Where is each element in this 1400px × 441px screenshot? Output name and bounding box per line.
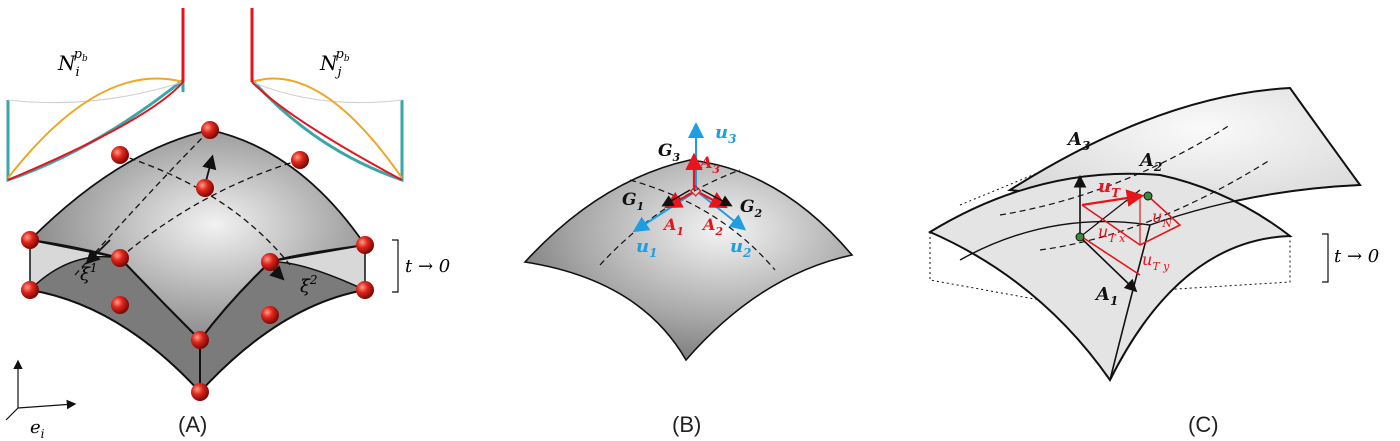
surface-b [523, 159, 854, 362]
G1-label: G1 [622, 190, 644, 213]
G1-arrow [661, 189, 691, 207]
panel-c: A3 A2 uT uN uT x uT y A1 t → 0 (C) [927, 86, 1379, 437]
frame-axis-depth [5, 407, 19, 421]
control-point [356, 236, 374, 254]
edge-front-left [29, 289, 201, 393]
contact-point [1143, 191, 1153, 201]
A3-label: A3 [698, 153, 720, 176]
caption-c: (C) [1188, 412, 1219, 437]
control-point [261, 253, 279, 271]
origin-point [1075, 232, 1085, 242]
thickness-label-c: t → 0 [1334, 246, 1379, 267]
control-point [111, 146, 129, 164]
frame-label: ei [30, 417, 45, 441]
control-point [191, 331, 209, 349]
G2-label: G2 [740, 197, 763, 220]
panel-b: u3 G3 A3 G1 G2 A1 A2 u1 u2 (B) [523, 122, 854, 437]
shell-top-surface [28, 129, 367, 342]
control-point [196, 179, 214, 197]
thickness-label: t → 0 [405, 256, 450, 277]
A2-label-c: A2 [1138, 150, 1162, 174]
xi1-label: ξ1 [80, 261, 98, 285]
A3-label-c: A3 [1066, 129, 1090, 153]
A1-arrow-c [1079, 236, 1138, 293]
edge-mid-left [119, 257, 201, 341]
isocurve-b1 [599, 169, 741, 266]
caption-a: (A) [178, 412, 207, 437]
uT-label: uT [1098, 176, 1121, 200]
G2-arrow [701, 189, 733, 207]
basis-label-left: Nipb [57, 47, 88, 80]
frame-axis-horizontal [17, 399, 77, 410]
G3-label: G3 [658, 141, 681, 164]
u2-label: u2 [730, 236, 751, 260]
surface-c-line [959, 220, 1151, 261]
thickness-bracket-c [1322, 233, 1329, 283]
uTy-label: uT y [1142, 250, 1170, 273]
control-point [261, 306, 279, 324]
xi2-label: ξ2 [300, 273, 318, 297]
xi1-arrow [85, 239, 111, 265]
control-point [111, 249, 129, 267]
isocurve-c1 [999, 124, 1231, 216]
u3-label: u3 [715, 122, 736, 146]
right-angle-marker [689, 185, 702, 197]
u1-label: u1 [636, 236, 657, 260]
uN-label: uN [1152, 207, 1172, 230]
u2-arrow [698, 192, 747, 231]
isocurve-c2 [1039, 159, 1271, 251]
surface-c-lower [927, 172, 1293, 382]
uTy-line [1081, 236, 1141, 276]
basis-functions-right [250, 8, 404, 183]
basis-label-right: Njpb [319, 47, 350, 80]
control-points [21, 121, 374, 401]
edge-front-right [199, 289, 366, 393]
decomposition-box [1081, 195, 1182, 246]
control-point [191, 383, 209, 401]
control-point [356, 281, 374, 299]
panel-a: Nipb Njpb ξ1 ξ2 [5, 8, 450, 441]
control-point [21, 281, 39, 299]
thickness-bracket [392, 239, 399, 293]
basis-functions-left [6, 8, 185, 183]
control-point [201, 121, 219, 139]
A1-label: A1 [662, 215, 684, 238]
isocurve-3 [119, 159, 301, 259]
uTx-label: uT x [1098, 222, 1126, 245]
edge-mid-right [199, 261, 271, 341]
caption-b: (B) [672, 412, 701, 437]
control-point [111, 296, 129, 314]
A2-label: A2 [701, 215, 723, 238]
isocurve-2 [119, 154, 291, 266]
control-point [21, 231, 39, 249]
isocurve-b2 [629, 179, 776, 271]
uT-arrow [1081, 189, 1145, 207]
A1-label-c: A1 [1094, 284, 1118, 308]
surface-c-line2 [1149, 184, 1361, 226]
control-point [291, 151, 309, 169]
